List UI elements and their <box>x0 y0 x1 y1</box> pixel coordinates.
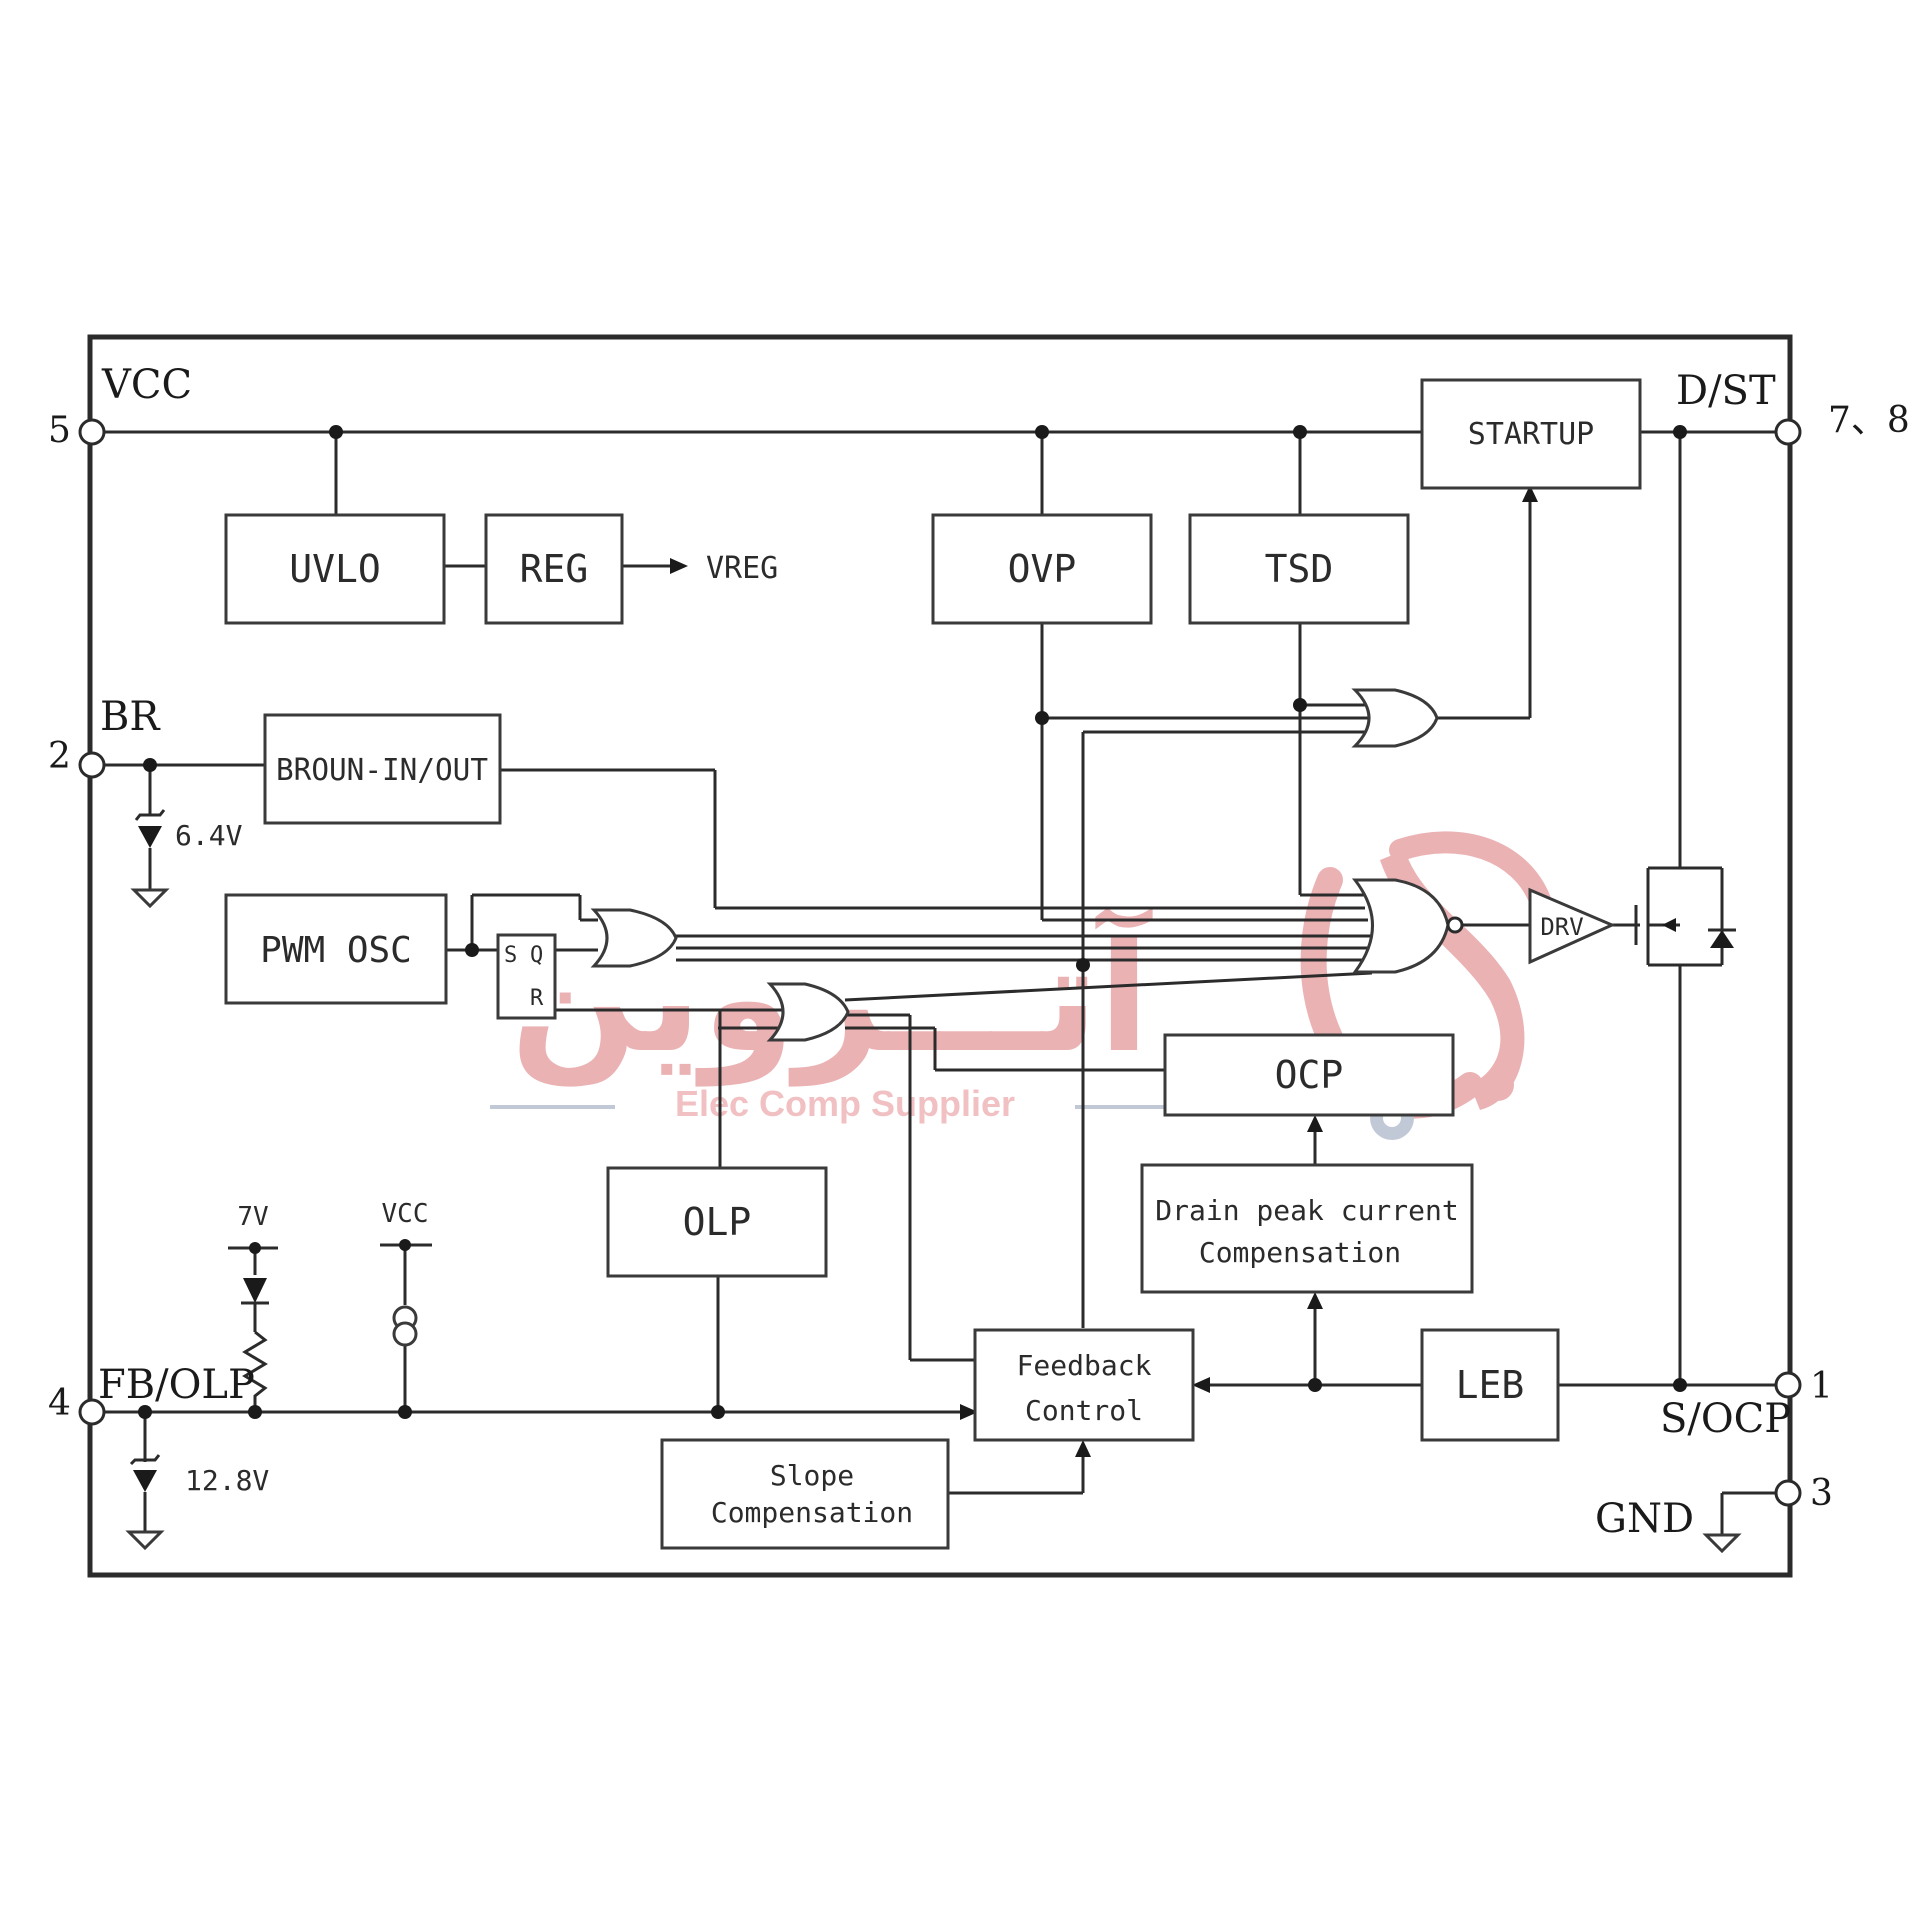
wires <box>92 430 1785 1535</box>
ground-br <box>130 888 170 909</box>
block-olp-label: OLP <box>683 1200 752 1244</box>
pin-br-terminal[interactable] <box>78 751 106 779</box>
latch-r-label: R <box>530 986 544 1011</box>
pin-vcc-number: 5 <box>48 410 71 451</box>
pin-gnd-label: GND <box>1595 1496 1694 1542</box>
block-drain-peak-compensation[interactable]: Drain peak current Compensation <box>1140 1163 1474 1294</box>
or-gate-latch <box>590 908 678 968</box>
block-startup[interactable]: STARTUP <box>1420 378 1642 490</box>
pin-br-number: 2 <box>48 736 71 777</box>
mosfet-arrow <box>1662 918 1676 932</box>
block-slope-compensation[interactable]: Slope Compensation <box>660 1438 950 1550</box>
sr-latch[interactable]: S Q R <box>496 933 557 1020</box>
block-brown-label: BROUN-IN/OUT <box>276 753 488 788</box>
ic-outline <box>87 334 1793 1578</box>
nor-gate-main <box>1351 878 1450 974</box>
block-brown-in-out[interactable]: BROUN-IN/OUT <box>263 713 502 825</box>
zener-br <box>134 809 166 848</box>
pin-br-label: BR <box>100 694 161 740</box>
block-startup-label: STARTUP <box>1468 417 1594 452</box>
block-feedback-line1: Feedback <box>1017 1349 1152 1382</box>
pin-fb-olp-terminal[interactable] <box>78 1398 106 1426</box>
block-uvlo-label: UVLO <box>289 547 381 591</box>
block-leb-label: LEB <box>1456 1363 1525 1407</box>
block-ocp-label: OCP <box>1275 1053 1344 1097</box>
block-ovp[interactable]: OVP <box>931 513 1153 625</box>
block-drain-line2: Compensation <box>1199 1236 1401 1269</box>
pin-s-ocp-number: 1 <box>1810 1366 1833 1407</box>
vreg-label: VREG <box>706 551 778 586</box>
block-slope-line2: Compensation <box>711 1496 913 1529</box>
or-gate-top <box>1351 688 1439 748</box>
or-gate-lower <box>766 982 850 1042</box>
block-pwm-osc[interactable]: PWM OSC <box>224 893 448 1005</box>
block-tsd[interactable]: TSD <box>1188 513 1410 625</box>
pin-d-st-label: D/ST <box>1676 368 1776 414</box>
zener-br-label: 6.4V <box>175 819 243 852</box>
block-leb[interactable]: LEB <box>1420 1328 1560 1442</box>
block-ovp-label: OVP <box>1008 547 1077 591</box>
block-ocp[interactable]: OCP <box>1163 1033 1455 1117</box>
current-source <box>392 1305 418 1347</box>
block-uvlo[interactable]: UVLO <box>224 513 446 625</box>
block-reg-label: REG <box>520 547 589 591</box>
pin-vcc-terminal[interactable] <box>78 418 106 446</box>
block-olp[interactable]: OLP <box>606 1166 828 1278</box>
nor-bubble <box>1446 916 1464 934</box>
supply-7v-diode <box>241 1278 269 1305</box>
pin-fb-olp-label: FB/OLP <box>98 1362 255 1408</box>
zener-fb-label: 12.8V <box>185 1464 269 1497</box>
pin-gnd-number: 3 <box>1810 1473 1833 1514</box>
block-slope-line1: Slope <box>770 1459 854 1492</box>
watermark-subtitle: Elec Comp Supplier <box>675 1083 1015 1124</box>
block-drv-label: DRV <box>1540 913 1583 941</box>
block-feedback-control[interactable]: Feedback Control <box>973 1328 1195 1442</box>
pin-s-ocp-terminal[interactable] <box>1774 1371 1802 1399</box>
pin-vcc-label: VCC <box>101 362 192 408</box>
ground-fb <box>125 1530 165 1551</box>
block-tsd-label: TSD <box>1265 547 1334 591</box>
supply-7v-label: 7V <box>237 1202 268 1232</box>
block-feedback-line2: Control <box>1025 1394 1143 1427</box>
latch-s-label: S <box>504 943 517 968</box>
block-drv[interactable]: DRV <box>1528 887 1616 965</box>
block-reg[interactable]: REG <box>484 513 624 625</box>
pin-d-st-number: 7、8 <box>1828 400 1910 441</box>
block-drain-line1: Drain peak current <box>1155 1194 1458 1227</box>
mosfet-body-diode <box>1708 928 1736 948</box>
block-pwm-osc-label: PWM OSC <box>260 930 412 971</box>
junctions <box>138 425 1687 1419</box>
pin-fb-olp-number: 4 <box>48 1383 71 1424</box>
pin-d-st-terminal[interactable] <box>1774 418 1802 446</box>
pin-s-ocp-label: S/OCP <box>1660 1396 1791 1442</box>
pin-gnd-terminal[interactable] <box>1774 1479 1802 1507</box>
supply-vcc-label: VCC <box>382 1199 429 1229</box>
latch-q-label: Q <box>530 943 543 968</box>
zener-fb <box>129 1454 161 1492</box>
ground-gnd-pin <box>1702 1533 1742 1554</box>
